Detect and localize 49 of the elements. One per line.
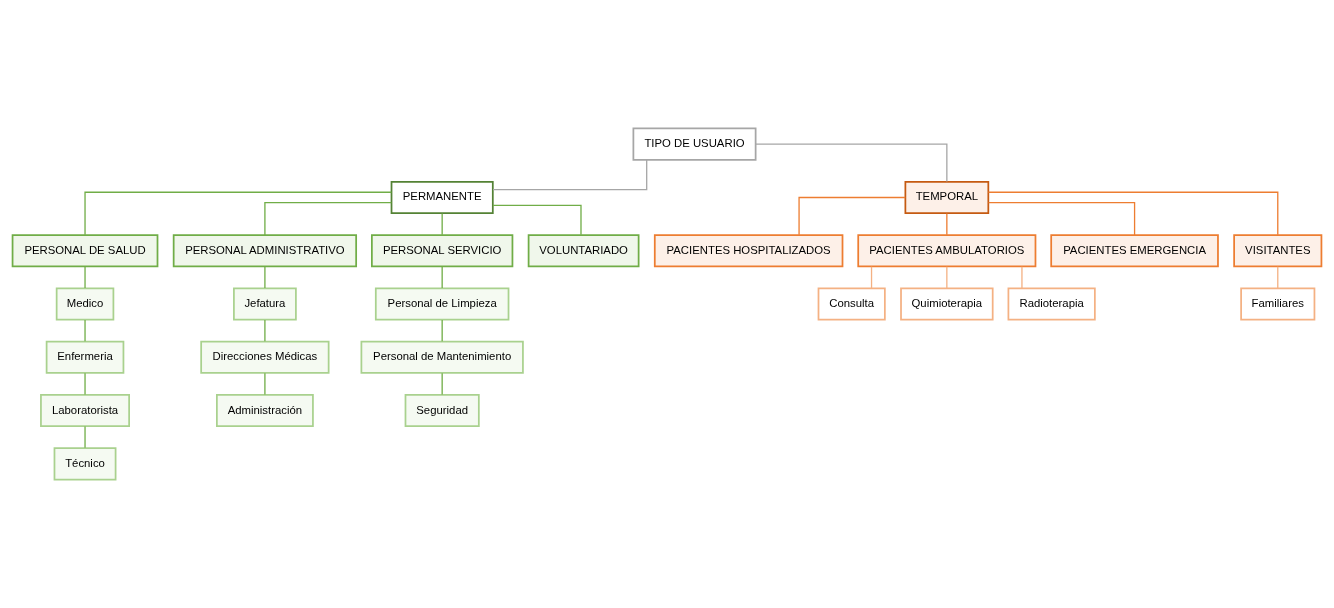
connector (84, 266, 86, 289)
node-box: PERMANENTE (390, 180, 494, 215)
connector (264, 319, 266, 342)
node-box: Personal de Limpieza (374, 287, 510, 321)
connector (987, 202, 1136, 236)
node-box: VOLUNTARIADO (527, 234, 640, 268)
node-box: PACIENTES AMBULATORIOS (857, 234, 1037, 268)
node-box: PERSONAL ADMINISTRATIVO (172, 234, 358, 268)
connector (264, 202, 393, 236)
connector (84, 319, 86, 342)
connector (441, 266, 443, 289)
node-box: PACIENTES EMERGENCIA (1050, 234, 1219, 268)
connector (492, 204, 582, 236)
connector (84, 372, 86, 396)
node-box: Administración (216, 393, 314, 428)
node-box: Medico (55, 287, 115, 321)
connector (492, 159, 648, 191)
node-box: Personal de Mantenimiento (360, 340, 524, 374)
node-box: Laboratorista (40, 393, 130, 428)
node-box: Quimioterapia (900, 287, 994, 321)
connector (441, 372, 443, 396)
connector (441, 212, 443, 236)
connector (1277, 266, 1279, 289)
node-box: Direcciones Médicas (200, 340, 330, 374)
connector (441, 319, 443, 342)
connector (870, 266, 873, 289)
connector (946, 212, 948, 236)
connector (1021, 266, 1023, 289)
node-box: PACIENTES HOSPITALIZADOS (653, 234, 844, 268)
connector (798, 196, 906, 236)
connector (946, 266, 948, 289)
node-box: PERSONAL SERVICIO (371, 234, 514, 268)
node-box: Técnico (53, 447, 117, 481)
node-box: Jefatura (233, 287, 297, 321)
connector (84, 425, 86, 449)
node-box: VISITANTES (1233, 234, 1323, 268)
node-box: TEMPORAL (904, 180, 990, 215)
node-box: Familiares (1240, 287, 1316, 321)
connector (987, 191, 1279, 236)
node-box: Enfermeria (45, 340, 125, 374)
node-box: Consulta (817, 287, 886, 321)
connector (264, 266, 266, 289)
node-box: PERSONAL DE SALUD (11, 234, 159, 268)
node-box: Radioterapia (1007, 287, 1096, 321)
connector (755, 143, 948, 183)
node-box: Seguridad (404, 393, 480, 428)
connector (264, 372, 266, 396)
connector (84, 191, 393, 236)
node-box: TIPO DE USUARIO (632, 127, 757, 161)
